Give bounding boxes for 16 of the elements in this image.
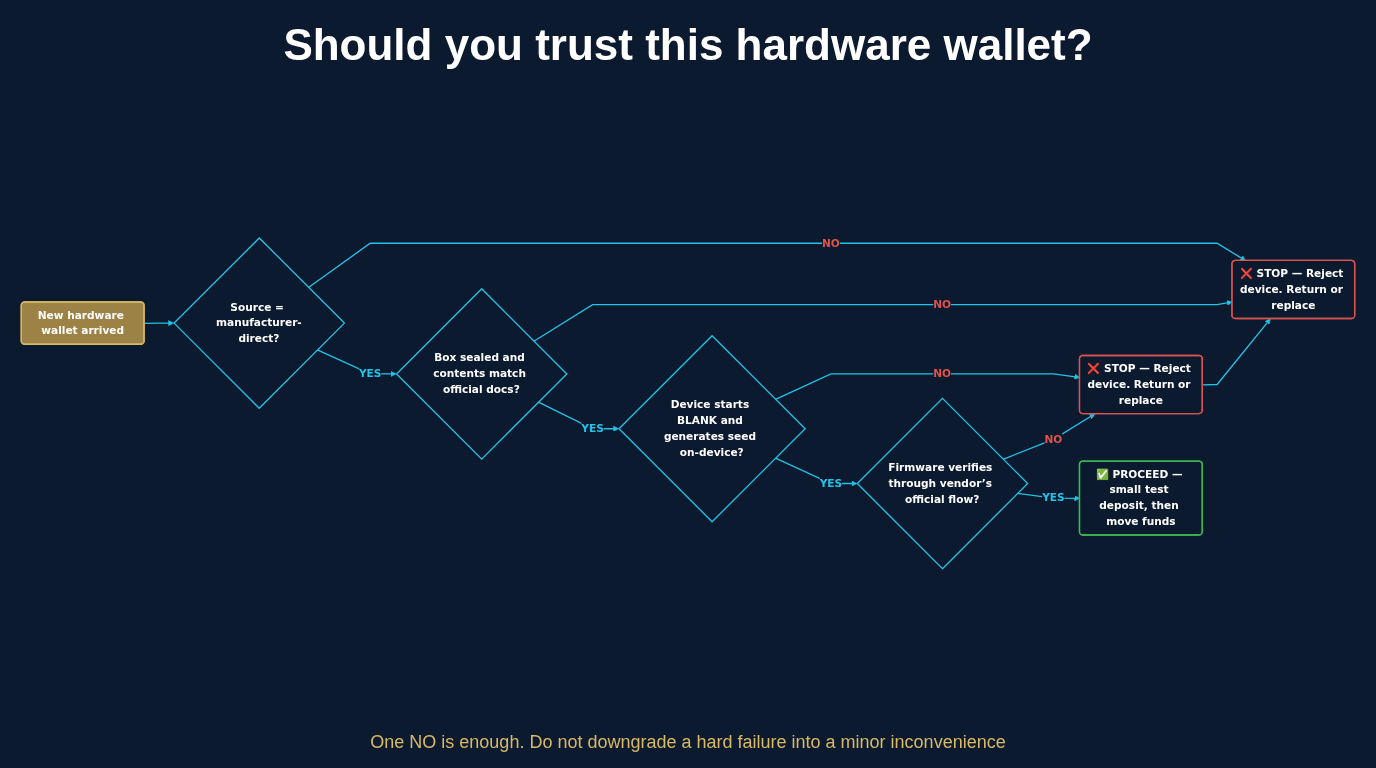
node-diamond: Box sealed and contents match official docs? [395, 287, 568, 461]
arrow [1002, 413, 1096, 460]
edge-label: YES [358, 367, 382, 380]
edge-label: YES [1042, 491, 1065, 504]
caption-note: One NO is enough. Do not downgrade a hard failure into a minor inconvenience [370, 731, 1006, 754]
node-diamond: Source = manufacturer-direct? [173, 237, 346, 410]
diagram-title: Should you trust this hardware wallet? [283, 19, 1093, 71]
arrow [307, 242, 1246, 289]
edge-label: YES [819, 476, 843, 490]
edge-label: NO [1044, 432, 1063, 446]
edge-label: NO [933, 367, 952, 380]
edge-label: NO [933, 298, 952, 311]
edge-label: YES [581, 422, 604, 435]
edge-label: NO [822, 236, 840, 250]
node-diamond: Firmware verifies through vendor’s official flow? [856, 397, 1029, 570]
node-diamond: Device starts BLANK and generates seed on-device? [618, 334, 807, 523]
